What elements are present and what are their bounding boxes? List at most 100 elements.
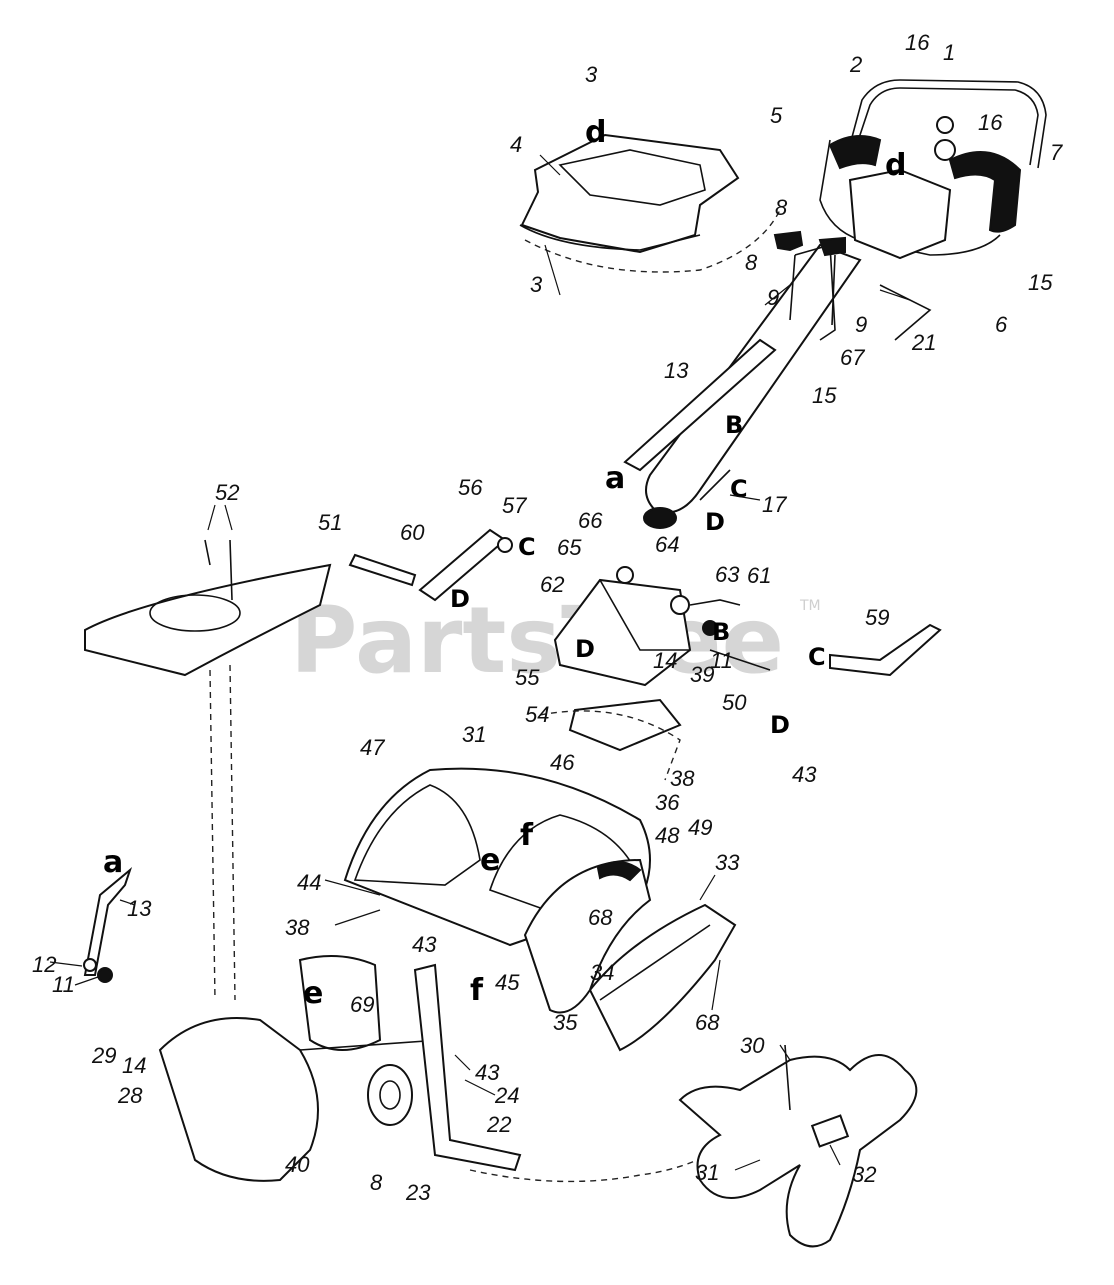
letter-D-3: D [575,635,595,663]
letter-d-1: d [585,115,606,150]
callout-3-bottom: 3 [530,272,543,297]
plate-54 [568,698,682,752]
letter-C-3: C [808,643,826,671]
callout-55: 55 [515,665,540,690]
callout-11b: 11 [52,972,75,997]
callout-56: 56 [458,475,483,500]
callout-8c: 8 [370,1170,383,1195]
callout-43b: 43 [475,1060,500,1085]
callout-9a: 9 [767,285,779,310]
callout-52: 52 [215,480,239,505]
callout-31b: 31 [695,1160,719,1185]
callout-34: 34 [590,960,614,985]
callout-54: 54 [525,702,549,727]
callout-8b: 8 [745,250,758,275]
callout-7: 7 [1050,140,1063,165]
nut-57 [497,537,513,553]
callout-47: 47 [360,735,385,760]
pin-60 [348,553,417,587]
callout-8a: 8 [775,195,788,220]
callout-9b: 9 [855,312,867,337]
callout-4: 4 [510,132,522,157]
mount-bracket-55 [553,566,718,687]
rod-50 [709,649,771,671]
callout-32: 32 [852,1162,876,1187]
letter-f-2: f [470,973,484,1008]
callout-40: 40 [285,1152,310,1177]
callout-61: 61 [747,563,771,588]
callout-63: 63 [715,562,740,587]
callout-24: 24 [494,1083,519,1108]
lever-8a [773,230,804,252]
callout-13b: 13 [127,896,152,921]
leader-lines [49,154,911,1171]
callout-46: 46 [550,750,575,775]
callout-66: 66 [578,508,603,533]
callout-59: 59 [865,605,889,630]
callout-36: 36 [655,790,680,815]
callout-64: 64 [655,532,679,557]
left-grip [828,135,882,170]
callout-29: 29 [91,1043,116,1068]
letter-f-1: f [520,818,534,853]
washer-12 [83,958,97,972]
callout-39: 39 [690,662,714,687]
callout-43c: 43 [792,762,817,787]
callout-11a: 11 [710,648,733,673]
shift-rod-13 [623,338,777,472]
callout-5: 5 [770,103,783,128]
callout-2: 2 [849,52,862,77]
callout-65: 65 [557,535,582,560]
letter-a-2: a [103,845,123,880]
callout-14a: 14 [653,648,677,673]
callout-13a: 13 [664,358,689,383]
callout-23: 23 [405,1180,431,1205]
callout-1: 1 [943,40,955,65]
callout-45: 45 [495,970,520,995]
cable-67 [794,243,836,341]
shift-handle-13 [83,866,133,976]
callout-numbers: 1 2 3 3 4 5 6 7 8 8 8 9 9 11 11 12 13 13… [32,30,1063,1205]
callout-12: 12 [32,952,56,977]
transmission-housing [158,955,441,1182]
watermark: PartsTree [290,587,784,694]
callout-21: 21 [911,330,936,355]
callout-33: 33 [715,850,740,875]
letter-e-2: e [303,976,323,1011]
letter-D-4: D [770,711,790,739]
letter-d-2: d [885,148,906,183]
callout-57: 57 [502,493,527,518]
callout-14b: 14 [122,1053,146,1078]
bolts-52 [204,539,233,601]
callout-22: 22 [486,1112,511,1137]
side-shield-inner [523,858,652,1014]
callout-60: 60 [400,520,425,545]
side-shield-33 [588,903,737,1052]
letter-e-1: e [480,843,500,878]
lever-rods-9 [789,254,836,326]
callout-28: 28 [117,1083,143,1108]
right-grip [948,151,1022,233]
callout-6: 6 [995,312,1008,337]
callout-67: 67 [840,345,865,370]
depth-bar-22 [413,963,522,1172]
callout-3-top: 3 [585,62,598,87]
letter-D-1: D [705,508,725,536]
callout-48: 48 [655,823,680,848]
callout-69: 69 [350,992,374,1017]
callout-44: 44 [297,870,321,895]
letter-B-1: B [725,411,743,439]
callout-49: 49 [688,815,712,840]
callout-68a: 68 [588,905,613,930]
routing-line-54 [539,710,681,781]
clip-68 [596,861,642,882]
letter-a-1: a [605,461,625,496]
callout-15a: 15 [1028,270,1053,295]
callout-50: 50 [722,690,747,715]
alignment-lines-51 [209,664,236,1001]
routing-line-cover [524,209,781,273]
tine-assembly [678,1044,918,1248]
callout-38a: 38 [670,766,695,791]
